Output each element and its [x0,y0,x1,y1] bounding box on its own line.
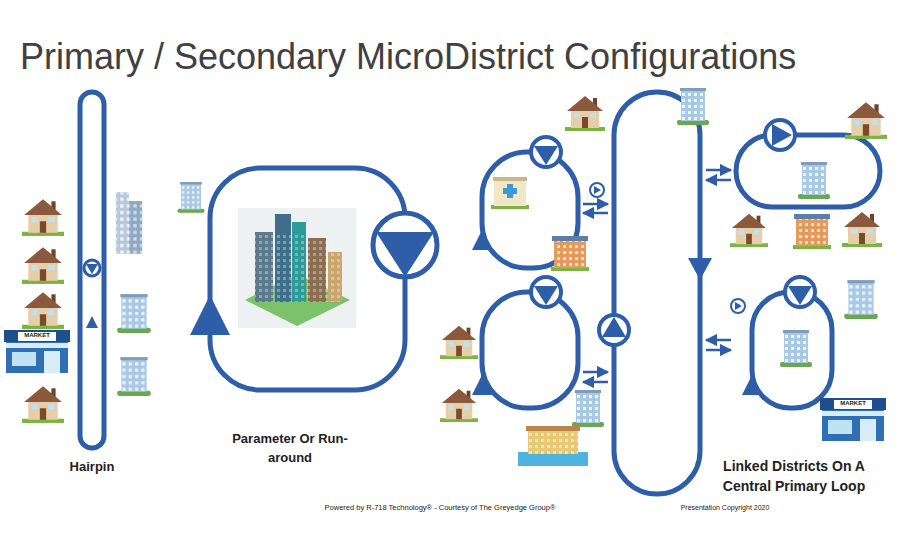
config-label: Parameter Or Run-around [230,430,350,468]
building-icons [440,326,478,359]
flow-arrow [688,258,712,280]
footer-copyright: Presentation Copyright 2020 [660,503,790,513]
config-label: Linked Districts On A Central Primary Lo… [708,456,880,497]
building-icons [440,88,887,441]
exchange-arrows [583,212,608,215]
building-icons [4,192,151,423]
building-icons [178,182,205,213]
pump-symbol [788,286,812,305]
building-icons [551,236,589,271]
pump-symbol [86,264,98,274]
hairpin-loop [80,92,104,448]
exchange-arrows [706,349,731,352]
flow-arrow [742,375,762,395]
resort-icon [528,430,578,454]
resort-icon [518,426,588,466]
building-icons [178,182,205,213]
config-label: Hairpin [52,458,132,477]
building-icons [845,102,887,139]
resort-icon [518,452,588,466]
flow-arrow [472,375,492,395]
sign-text: MARKET [17,331,57,340]
building-icons [820,398,886,441]
pump-symbol [785,277,815,307]
exchange-arrows [706,179,731,182]
exchange-arrows [706,169,731,172]
city-illustration [255,232,342,302]
resort-icon [528,430,578,454]
building-icons [798,162,830,199]
pump-symbol [531,277,561,307]
flow-arrow [472,230,492,250]
pump-symbol [84,260,100,276]
small-pump-symbol [590,183,745,313]
pump-symbol [531,137,561,167]
building-icons [730,214,768,247]
exchange-arrows [583,170,731,382]
footer-credit: Powered by R-718 Technology® - Courtesy … [285,503,595,514]
hairpin-loop [80,92,104,448]
building-icons [22,247,64,284]
exchange-arrows [583,371,608,374]
resort-icon [526,426,580,431]
secondary-loop [752,292,832,408]
small-pump-symbol [590,183,604,197]
building-icons [780,330,812,367]
building-icons [844,280,878,319]
building-icons [677,88,709,125]
exchange-arrows [583,203,608,206]
page-title: Primary / Secondary MicroDistrict Config… [20,36,796,78]
building-icons [842,212,882,247]
building-icons [22,199,64,236]
pump-symbol [190,213,437,335]
runaround-loop [210,168,405,390]
pump-symbol [602,317,626,337]
small-pump-symbol [731,299,745,313]
pump-symbol [86,316,98,328]
building-icons [4,330,70,373]
runaround-loop [210,168,405,390]
building-icons [22,386,64,423]
exchange-arrows [706,339,731,342]
pump-symbol [84,260,100,328]
secondary-loop [736,135,880,207]
pump-symbol [376,232,434,277]
flow-arrow [472,230,762,395]
primary-loop [614,92,700,494]
building-icons [565,96,605,131]
pump-symbol [373,213,437,277]
building-icons [491,177,529,209]
pump-symbol [765,120,795,150]
pump-symbol [531,120,815,345]
primary-loop [614,92,700,494]
secondary-loop [482,135,880,408]
small-pump-symbol [594,186,601,194]
sign-text: MARKET [833,399,873,408]
building-icons [22,292,64,329]
pump-symbol [772,124,792,146]
pump-symbol [599,315,629,345]
building-icons [117,294,151,333]
building-icons [572,390,604,427]
building-icons [440,389,478,422]
city-illustration [238,208,356,328]
city-illustration [238,208,356,328]
building-icons [116,192,142,254]
secondary-loop [482,292,578,408]
pump-symbol [190,295,230,335]
pump-symbol [534,146,558,165]
building-icons [793,214,831,249]
building-icons [117,357,151,396]
small-pump-symbol [735,302,742,310]
exchange-arrows [583,381,608,384]
pump-symbol [534,286,558,305]
